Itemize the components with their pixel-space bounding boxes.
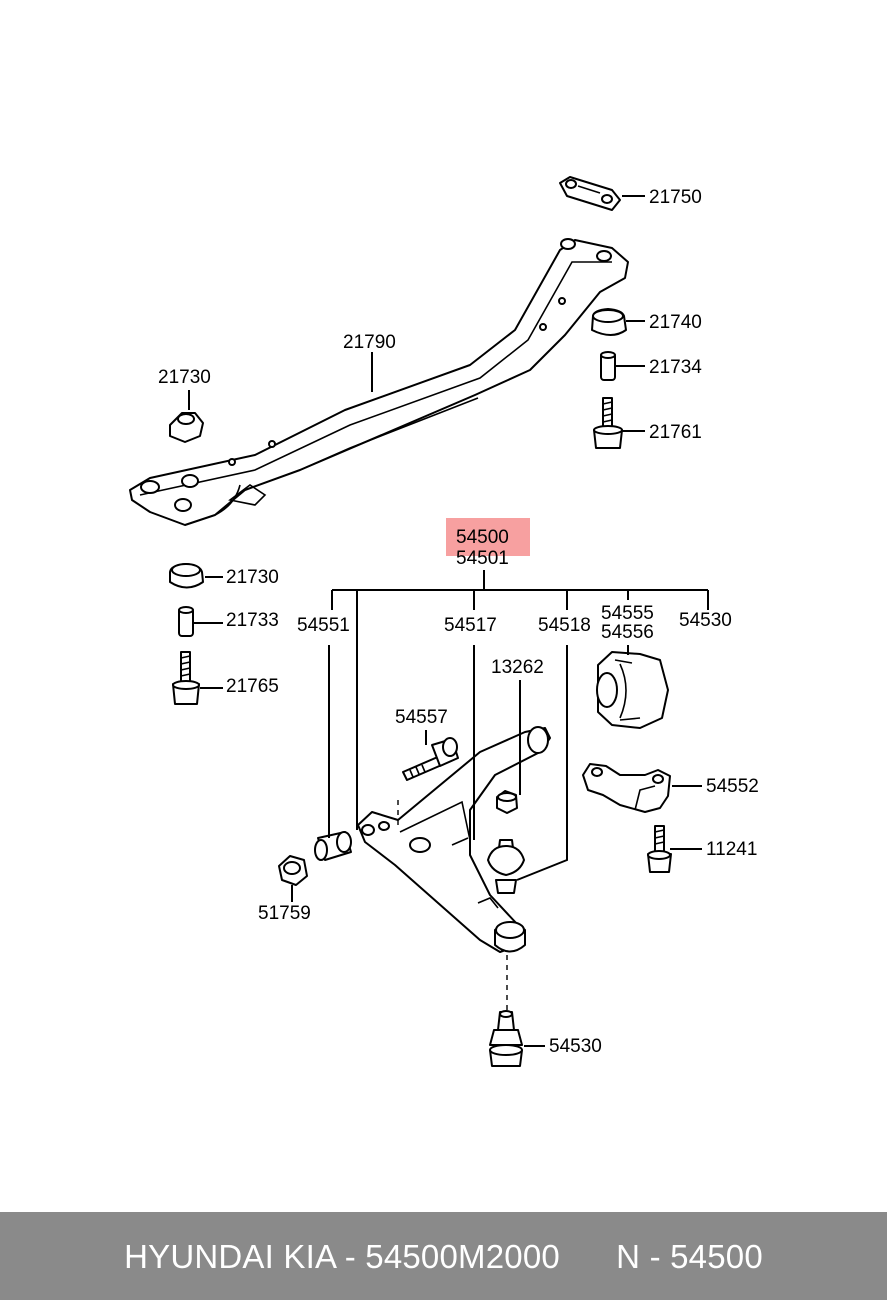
footer-bar: HYUNDAI KIA - 54500M2000 N - 54500 [0, 1212, 887, 1300]
footer-brand: HYUNDAI KIA - 54500M2000 [124, 1238, 560, 1275]
bracket-54552 [582, 763, 671, 813]
bushing-21730-lower [169, 563, 204, 589]
label-21734: 21734 [649, 357, 702, 378]
sleeve-21733 [178, 606, 194, 637]
footer-ref: N - 54500 [616, 1238, 763, 1275]
bushing-54551 [314, 831, 352, 861]
leader-lines [188, 195, 709, 1047]
label-54500: 54500 [456, 527, 509, 548]
label-21761: 21761 [649, 422, 702, 443]
ball-joint-54530 [489, 1010, 523, 1067]
label-11241: 11241 [706, 839, 757, 860]
part-labels: 21750 21740 21734 21761 21790 21730 2173… [158, 187, 759, 1057]
label-54501: 54501 [456, 548, 509, 569]
sleeve-21734 [600, 351, 616, 381]
bushing-54555 [596, 651, 669, 729]
label-54555: 54555 [601, 603, 654, 624]
highlight-box [446, 518, 530, 556]
label-54530-top: 54530 [679, 610, 732, 631]
crossmember-21790 [129, 238, 629, 526]
bushing-21740 [591, 308, 627, 336]
label-13262: 13262 [491, 657, 544, 678]
label-21790: 21790 [343, 332, 396, 353]
label-54530-bottom: 54530 [549, 1036, 602, 1057]
label-54517: 54517 [444, 615, 497, 636]
label-54551: 54551 [297, 615, 350, 636]
bolt-21765 [172, 651, 200, 705]
label-54556: 54556 [601, 622, 654, 643]
nut-51759 [278, 855, 308, 886]
nut-13262 [496, 790, 518, 814]
bolt-54557 [402, 737, 459, 781]
bolt-21761 [593, 397, 623, 449]
footer-caption: HYUNDAI KIA - 54500M2000 N - 54500 [0, 1238, 887, 1276]
label-21765: 21765 [226, 676, 279, 697]
label-21730-bottom: 21730 [226, 567, 279, 588]
bracket-21750 [559, 176, 621, 211]
label-21750: 21750 [649, 187, 702, 208]
label-54557: 54557 [395, 707, 448, 728]
footer-gap [560, 1238, 616, 1275]
label-54552: 54552 [706, 776, 759, 797]
ball-joint-small [487, 839, 525, 894]
bolt-11241 [647, 825, 672, 873]
label-51759: 51759 [258, 903, 311, 924]
bushing-21730-upper [169, 412, 204, 443]
label-21740: 21740 [649, 312, 702, 333]
label-54518: 54518 [538, 615, 591, 636]
label-21733: 21733 [226, 610, 279, 631]
parts-diagram: 21750 21740 21734 21761 21790 21730 2173… [129, 176, 759, 1067]
lower-arm-54500 [357, 726, 551, 953]
label-21730-top: 21730 [158, 367, 211, 388]
